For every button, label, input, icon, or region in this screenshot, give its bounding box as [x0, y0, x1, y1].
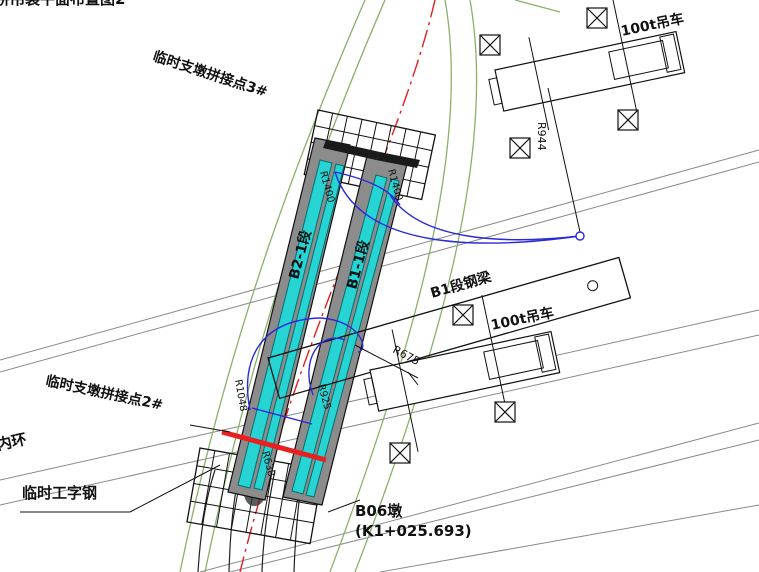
- label-pier: B06墩: [355, 502, 403, 520]
- title-fragment: 总拼吊装平面布置图2: [0, 0, 125, 8]
- label-temp-i-steel: 临时工字钢: [22, 484, 97, 502]
- temp-i-steel-line: [221, 429, 327, 463]
- radius-leaders: [354, 344, 419, 386]
- dim-r944: R944: [535, 122, 548, 151]
- dim-r1048: R1048: [232, 379, 248, 413]
- b1-beam-rect: [267, 256, 632, 400]
- label-temp-support-2: 临时支墩拼接点2#: [44, 372, 164, 413]
- label-inner-ring: 内环: [0, 430, 28, 454]
- crane-top: [488, 0, 686, 233]
- crane-mid: [363, 294, 561, 452]
- label-leaders: [20, 424, 361, 513]
- label-station: (K1+025.693): [355, 522, 472, 540]
- label-temp-support-3: 临时支墩拼接点3#: [151, 48, 270, 101]
- lifting-arcs: [246, 171, 585, 425]
- segment-caps: [323, 140, 420, 168]
- segment-b1-1: [282, 151, 409, 506]
- outrigger-pads: [389, 7, 639, 464]
